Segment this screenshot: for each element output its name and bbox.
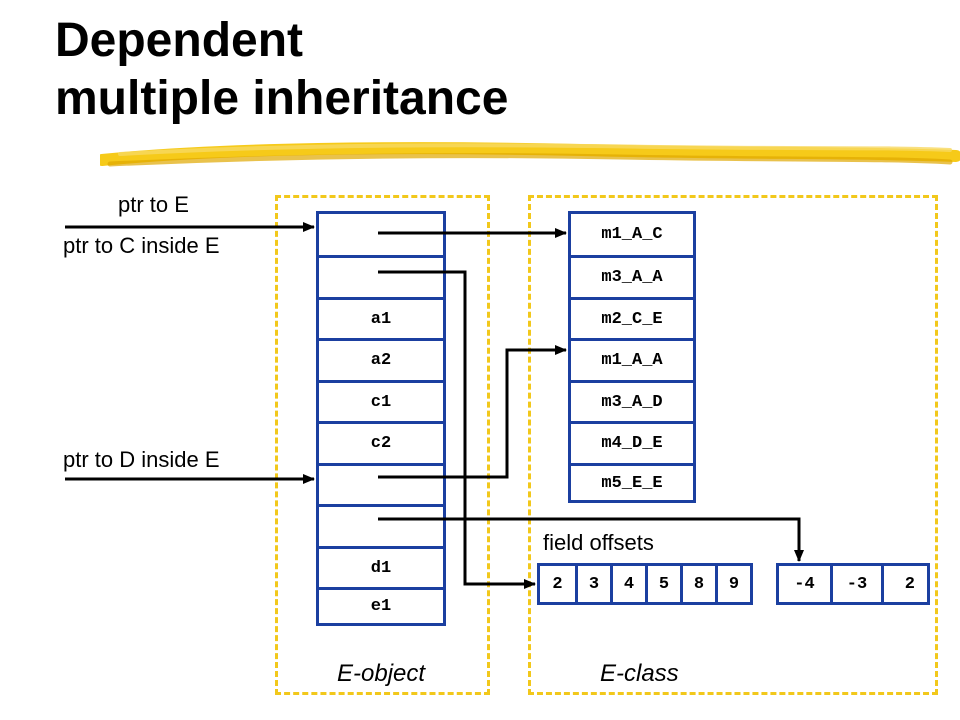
vtable-entry: m2_C_E [571,297,693,338]
arrow-vptr-d [378,345,567,479]
vtable-entry: m3_A_D [571,380,693,421]
vtable-entry: m5_E_E [571,463,693,500]
offset-cell: 2 [552,574,563,594]
title-line-2: multiple inheritance [55,72,509,125]
e-object-layout: a1 a2 c1 c2 d1 e1 [316,211,446,626]
object-cell-c2: c2 [319,421,443,463]
vtable-entry: m1_A_A [571,338,693,380]
object-cell-a1: a1 [319,297,443,338]
offset-cell: -4 [794,574,815,594]
e-class-panel [528,195,938,695]
e-class-vtable: m1_A_C m3_A_A m2_C_E m1_A_A m3_A_D m4_D_… [568,211,696,503]
ptr-to-c-label: ptr to C inside E [63,233,220,258]
vtable-entry: m3_A_A [571,255,693,297]
object-cell-c1: c1 [319,380,443,421]
page-title: Dependent multiple inheritance [55,12,508,128]
field-offsets-label: field offsets [543,530,654,555]
vtable-entry: m1_A_C [601,225,663,244]
arrow-offsets-c [378,270,536,589]
object-cell-a2: a2 [319,338,443,380]
offset-cell: -3 [830,566,881,602]
offset-cell: 9 [715,566,750,602]
title-line-1: Dependent [55,14,304,67]
field-offsets-group-1: 2 3 4 5 8 9 [537,563,753,605]
ptr-to-d-label: ptr to D inside E [63,447,220,472]
field-offsets-group-2: -4 -3 2 [776,563,930,605]
offset-cell: 8 [680,566,715,602]
object-cell-offsets-ptr [319,255,443,297]
offset-cell: 2 [881,566,927,602]
ptr-to-e-label: ptr to E [118,192,189,217]
object-cell-vptr-d [319,463,443,504]
object-cell-offsets-ptr-d [319,504,443,546]
object-cell-d1: d1 [319,546,443,587]
e-object-panel [275,195,490,695]
arrow-offsets-d [378,517,804,562]
offset-cell: 5 [645,566,680,602]
object-cell-e1: e1 [319,587,443,623]
e-class-label: E-class [600,660,679,687]
offset-cell: 4 [610,566,645,602]
highlighter-stroke [100,142,960,167]
vtable-entry: m4_D_E [571,421,693,463]
offset-cell: 3 [575,566,610,602]
e-object-label: E-object [337,660,426,687]
